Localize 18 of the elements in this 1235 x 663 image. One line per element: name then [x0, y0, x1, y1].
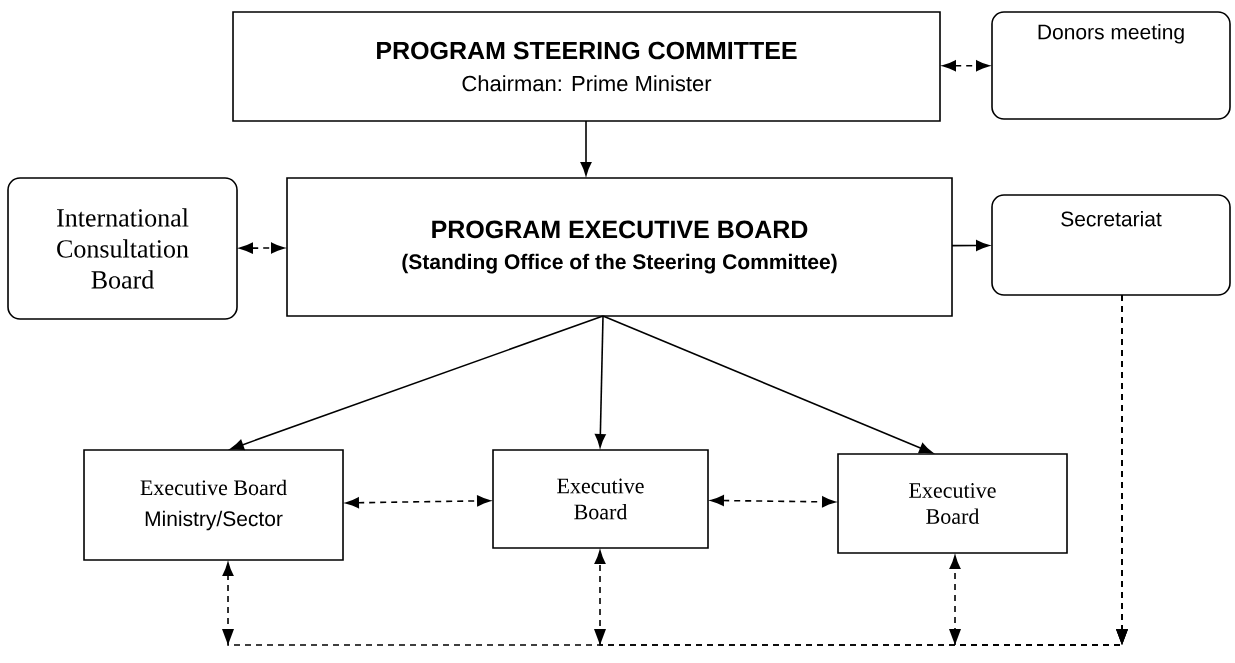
process-box: Executive Board Ministry/Sector — [83, 449, 344, 561]
arrow — [345, 495, 491, 509]
arrow — [602, 315, 933, 454]
arrow — [949, 294, 1128, 646]
rounded-box: Donors meeting — [991, 11, 1231, 120]
process-box: Executive Board — [492, 449, 709, 549]
arrow — [710, 495, 836, 508]
arrow — [239, 242, 285, 254]
arrow — [580, 120, 592, 176]
arrow — [942, 60, 990, 72]
arrow — [230, 315, 604, 451]
process-box: PROGRAM STEERING COMMITTEE Chairman: Prime Minister — [232, 11, 941, 122]
process-box: Executive Board — [837, 453, 1068, 554]
arrow — [594, 315, 606, 448]
process-box: PROGRAM EXECUTIVE BOARD (Standing Office of the Steering Committee) — [286, 177, 953, 317]
rounded-box: International Consultation Board — [7, 177, 238, 320]
arrow — [951, 240, 990, 251]
rounded-box: Secretariat — [991, 194, 1231, 296]
